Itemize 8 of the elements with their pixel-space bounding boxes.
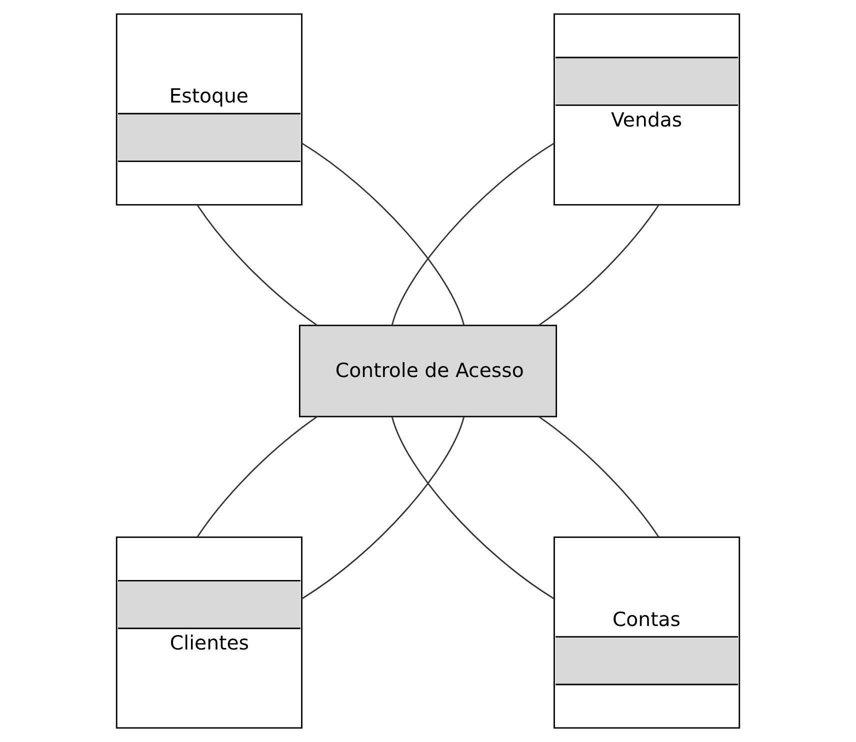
- connector: [391, 416, 554, 600]
- connector: [538, 204, 660, 326]
- connector: [196, 416, 318, 538]
- connector: [538, 416, 660, 538]
- connector: [302, 142, 465, 326]
- connector: [391, 142, 554, 326]
- connector: [302, 416, 465, 600]
- connector: [196, 204, 318, 326]
